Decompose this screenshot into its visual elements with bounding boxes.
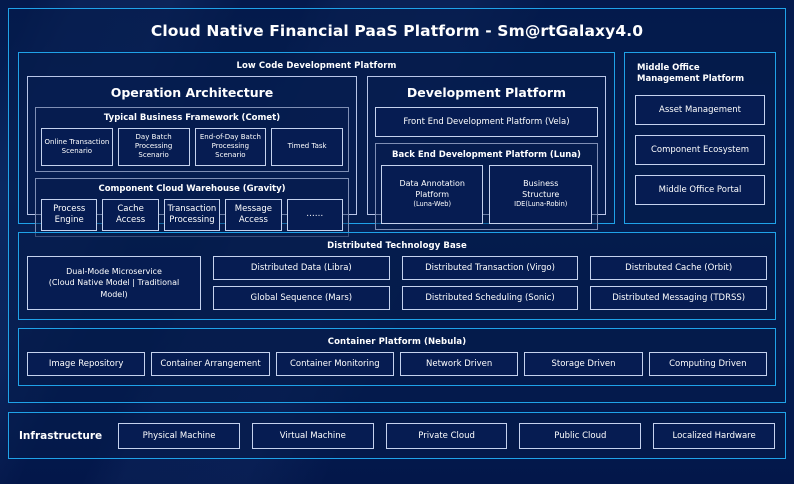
middle-office-item-asset-management[interactable]: Asset Management bbox=[635, 94, 765, 125]
business-framework-item[interactable]: Day Batch Processing Scenario bbox=[117, 128, 190, 166]
top-row: Low Code Development Platform Operation … bbox=[18, 52, 776, 238]
middle-office-item-component-ecosystem[interactable]: Component Ecosystem bbox=[635, 134, 765, 165]
infrastructure-item[interactable]: Virtual Machine bbox=[251, 422, 374, 449]
container-platform-item[interactable]: Container Monitoring bbox=[275, 352, 394, 376]
component-warehouse-item[interactable]: Message Access bbox=[225, 198, 282, 232]
back-end-item[interactable]: Business Structure IDE(Luna-Robin) bbox=[489, 165, 592, 225]
distributed-technology-base-panel: Distributed Technology Base Dual-Mode Mi… bbox=[18, 232, 776, 320]
dual-mode-microservice-box[interactable]: Dual-Mode Microservice (Cloud Native Mod… bbox=[27, 256, 201, 310]
distributed-technology-base-body: Dual-Mode Microservice (Cloud Native Mod… bbox=[27, 256, 767, 310]
business-framework-item[interactable]: Online Transaction Scenario bbox=[41, 128, 113, 166]
component-warehouse-item[interactable]: Cache Access bbox=[102, 198, 159, 232]
container-platform-item[interactable]: Computing Driven bbox=[648, 352, 767, 376]
distributed-tech-item[interactable]: Distributed Scheduling (Sonic) bbox=[401, 286, 579, 310]
low-code-body: Operation Architecture Typical Business … bbox=[27, 76, 606, 238]
back-end-development-group: Back End Development Platform (Luna) Dat… bbox=[374, 143, 598, 231]
distributed-tech-item[interactable]: Distributed Cache (Orbit) bbox=[590, 256, 767, 280]
development-platform-section: Development Platform Front End Developme… bbox=[366, 76, 606, 231]
container-platform-title: Container Platform (Nebula) bbox=[327, 337, 467, 347]
back-end-development-items: Data Annotation Platform (Luna-Web) Busi… bbox=[380, 165, 592, 225]
back-end-item-main: Data Annotation Platform bbox=[399, 179, 465, 199]
low-code-platform-panel: Low Code Development Platform Operation … bbox=[18, 52, 615, 238]
back-end-item-sub: IDE(Luna-Robin) bbox=[514, 200, 568, 209]
distributed-tech-item[interactable]: Distributed Data (Libra) bbox=[213, 256, 390, 280]
infrastructure-item[interactable]: Public Cloud bbox=[519, 422, 642, 449]
infrastructure-item[interactable]: Localized Hardware bbox=[653, 422, 775, 449]
infrastructure-item[interactable]: Physical Machine bbox=[118, 422, 240, 449]
back-end-item[interactable]: Data Annotation Platform (Luna-Web) bbox=[380, 165, 484, 225]
back-end-item-main: Business Structure bbox=[522, 179, 560, 199]
container-platform-items: Image Repository Container Arrangement C… bbox=[27, 352, 767, 376]
component-cloud-warehouse-group: Component Cloud Warehouse (Gravity) Proc… bbox=[35, 177, 349, 238]
infrastructure-items: Physical Machine Virtual Machine Private… bbox=[118, 422, 775, 449]
typical-business-framework-title: Typical Business Framework (Comet) bbox=[103, 113, 281, 123]
platform-panel: Cloud Native Financial PaaS Platform - S… bbox=[8, 8, 786, 403]
business-framework-item[interactable]: End-of-Day Batch Processing Scenario bbox=[194, 128, 267, 166]
distributed-tech-item[interactable]: Distributed Transaction (Virgo) bbox=[401, 256, 579, 280]
distributed-tech-item[interactable]: Global Sequence (Mars) bbox=[213, 286, 390, 310]
distributed-technology-grid: Distributed Data (Libra) Distributed Tra… bbox=[213, 256, 767, 310]
infrastructure-item[interactable]: Private Cloud bbox=[385, 422, 508, 449]
component-cloud-warehouse-title: Component Cloud Warehouse (Gravity) bbox=[98, 183, 286, 194]
business-framework-item[interactable]: Timed Task bbox=[271, 128, 343, 166]
distributed-tech-item[interactable]: Distributed Messaging (TDRSS) bbox=[590, 286, 767, 310]
back-end-development-title: Back End Development Platform (Luna) bbox=[392, 150, 581, 160]
component-cloud-warehouse-items: Process Engine Cache Access Transaction … bbox=[41, 198, 343, 232]
back-end-item-sub: (Luna-Web) bbox=[413, 200, 452, 209]
development-platform-title: Development Platform bbox=[406, 85, 567, 100]
component-warehouse-item-more[interactable]: …… bbox=[286, 198, 343, 232]
typical-business-framework-items: Online Transaction Scenario Day Batch Pr… bbox=[41, 128, 343, 166]
page-title: Cloud Native Financial PaaS Platform - S… bbox=[150, 22, 644, 40]
middle-office-panel: Middle Office Management Platform Asset … bbox=[624, 52, 776, 224]
low-code-platform-title: Low Code Development Platform bbox=[236, 61, 397, 71]
middle-office-title: Middle Office Management Platform bbox=[637, 63, 745, 85]
container-platform-item[interactable]: Network Driven bbox=[399, 352, 519, 376]
middle-office-item-portal[interactable]: Middle Office Portal bbox=[635, 174, 765, 205]
front-end-development-platform[interactable]: Front End Development Platform (Vela) bbox=[374, 107, 598, 137]
operation-architecture-section: Operation Architecture Typical Business … bbox=[27, 76, 357, 238]
container-platform-item[interactable]: Storage Driven bbox=[524, 352, 643, 376]
component-warehouse-item[interactable]: Process Engine bbox=[41, 198, 98, 232]
infrastructure-panel: Infrastructure Physical Machine Virtual … bbox=[8, 412, 786, 459]
operation-architecture-title: Operation Architecture bbox=[110, 85, 274, 100]
infrastructure-label: Infrastructure bbox=[19, 429, 103, 442]
container-platform-item[interactable]: Container Arrangement bbox=[151, 352, 270, 376]
component-warehouse-item[interactable]: Transaction Processing bbox=[163, 198, 221, 232]
container-platform-item[interactable]: Image Repository bbox=[27, 352, 146, 376]
typical-business-framework-group: Typical Business Framework (Comet) Onlin… bbox=[35, 107, 349, 172]
distributed-technology-base-title: Distributed Technology Base bbox=[327, 241, 467, 251]
container-platform-panel: Container Platform (Nebula) Image Reposi… bbox=[18, 328, 776, 386]
